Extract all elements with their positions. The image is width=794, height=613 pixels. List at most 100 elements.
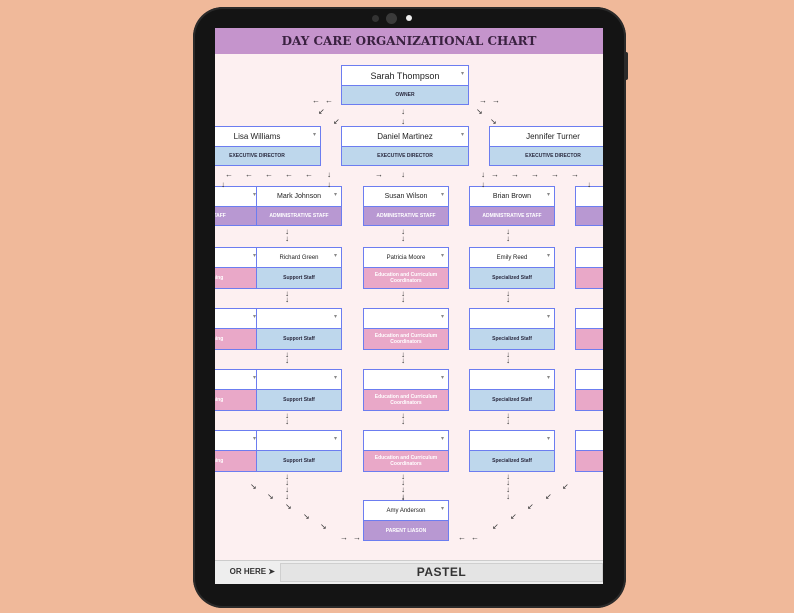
person-name-field[interactable]: Ra▾ <box>575 186 603 207</box>
dropdown-caret-icon[interactable]: ▾ <box>333 375 337 381</box>
staff-node[interactable]: ▾hing <box>215 247 261 289</box>
staff-node[interactable]: ▾hing <box>215 369 261 411</box>
dropdown-caret-icon[interactable]: ▾ <box>546 436 550 442</box>
person-name-field[interactable]: Richard Green▾ <box>256 247 342 268</box>
dropdown-caret-icon[interactable]: ▾ <box>546 192 550 198</box>
dropdown-caret-icon[interactable]: ▾ <box>440 436 444 442</box>
staff-node[interactable]: ▾ Education and Curriculum Coordinators <box>363 369 449 411</box>
dropdown-caret-icon[interactable]: ▾ <box>333 192 337 198</box>
owner-node[interactable]: Sarah Thompson▾OWNER <box>341 65 469 105</box>
role-label: Support Staff <box>256 451 342 472</box>
connector-arrow-icon: ↘ <box>320 522 327 531</box>
person-name-field[interactable]: ▾ <box>469 308 555 329</box>
role-label: Support Staff <box>256 390 342 411</box>
connector-arrow-icon: ↘ <box>476 107 483 116</box>
dropdown-caret-icon[interactable]: ▾ <box>252 436 256 442</box>
director-node[interactable]: Daniel Martinez▾EXECUTIVE DIRECTOR <box>341 126 469 166</box>
role-label: Education and Curriculum Coordinators <box>363 390 449 411</box>
connector-arrow-icon: ← <box>285 170 293 179</box>
dropdown-caret-icon[interactable]: ▾ <box>440 314 444 320</box>
role-label: He <box>575 451 603 472</box>
dropdown-caret-icon[interactable]: ▾ <box>252 253 256 259</box>
person-name-field[interactable]: ▾ <box>215 308 261 329</box>
dropdown-caret-icon[interactable]: ▾ <box>333 253 337 259</box>
admin-node[interactable]: Mark Johnson▾ADMINISTRATIVE STAFF <box>256 186 342 226</box>
person-name-field[interactable]: ▾ <box>469 430 555 451</box>
person-name-field[interactable]: ▾ <box>575 308 603 329</box>
person-name: Patricia Moore <box>386 254 426 261</box>
person-name-field[interactable]: Brian Brown▾ <box>469 186 555 207</box>
staff-node[interactable]: ▾Specialized Staff <box>469 369 555 411</box>
staff-node[interactable]: ▾Education and Curriculum Coordinators <box>363 430 449 472</box>
staff-node[interactable]: ▾He <box>575 369 603 411</box>
person-name-field[interactable]: ▾ <box>469 369 555 390</box>
dropdown-caret-icon[interactable]: ▾ <box>440 253 444 259</box>
person-name-field[interactable]: ▾ <box>363 308 449 329</box>
admin-node[interactable]: Ra▾ADMI <box>575 186 603 226</box>
person-name-field[interactable]: Sarah Thompson▾ <box>341 65 469 86</box>
staff-node[interactable]: ▾Specialized Staff <box>469 430 555 472</box>
person-name-field[interactable]: Lisa Williams▾ <box>215 126 321 147</box>
person-name-field[interactable]: Susan Wilson▾ <box>363 186 449 207</box>
staff-node[interactable]: ▾Support Staff <box>256 308 342 350</box>
theme-label[interactable]: PASTEL <box>280 563 603 582</box>
dropdown-caret-icon[interactable]: ▾ <box>546 375 550 381</box>
connector-arrow-icon: ↙ <box>318 107 325 116</box>
person-name-field[interactable]: ▾ <box>256 369 342 390</box>
dropdown-caret-icon[interactable]: ▾ <box>312 132 316 138</box>
dropdown-caret-icon[interactable]: ▾ <box>440 375 444 381</box>
person-name-field[interactable]: ▾ <box>215 247 261 268</box>
director-node[interactable]: Lisa Williams▾EXECUTIVE DIRECTOR <box>215 126 321 166</box>
person-name-field[interactable]: Jennifer Turner▾ <box>489 126 603 147</box>
admin-node[interactable]: Brian Brown▾ADMINISTRATIVE STAFF <box>469 186 555 226</box>
connector-arrow-icon: ↓ <box>285 295 289 304</box>
dropdown-caret-icon[interactable]: ▾ <box>440 506 444 512</box>
liaison-node[interactable]: Amy Anderson▾PARENT LIASON <box>363 500 449 541</box>
person-name-field[interactable]: Jen▾ <box>575 247 603 268</box>
person-name-field[interactable]: ▾ <box>575 369 603 390</box>
dropdown-caret-icon[interactable]: ▾ <box>460 132 464 138</box>
dropdown-caret-icon[interactable]: ▾ <box>252 375 256 381</box>
admin-node[interactable]: ▾ STAFF <box>215 186 261 226</box>
person-name-field[interactable]: ▾ <box>256 430 342 451</box>
person-name-field[interactable]: Patricia Moore ▾ <box>363 247 449 268</box>
person-name-field[interactable]: ▾ <box>363 369 449 390</box>
staff-node[interactable]: Jen▾He <box>575 247 603 289</box>
person-name-field[interactable]: Mark Johnson▾ <box>256 186 342 207</box>
connector-arrow-icon: ← <box>305 170 313 179</box>
person-name-field[interactable]: ▾ <box>363 430 449 451</box>
dropdown-caret-icon[interactable]: ▾ <box>546 314 550 320</box>
staff-node[interactable]: ▾ Support Staff <box>256 430 342 472</box>
admin-node[interactable]: Susan Wilson▾ADMINISTRATIVE STAFF <box>363 186 449 226</box>
start-here-label[interactable]: OR HERE ➤ <box>229 567 275 576</box>
person-name-field[interactable]: Emily Reed▾ <box>469 247 555 268</box>
director-node[interactable]: Jennifer Turner▾EXECUTIVE DIRECTOR <box>489 126 603 166</box>
staff-node[interactable]: ▾hing <box>215 308 261 350</box>
role-label: He <box>575 329 603 350</box>
person-name-field[interactable]: ▾ <box>215 186 261 207</box>
person-name-field[interactable]: ▾ <box>256 308 342 329</box>
dropdown-caret-icon[interactable]: ▾ <box>252 192 256 198</box>
person-name-field[interactable]: ▾ <box>215 369 261 390</box>
staff-node[interactable]: Richard Green▾Support Staff <box>256 247 342 289</box>
connector-arrow-icon: ↓ <box>327 170 331 179</box>
dropdown-caret-icon[interactable]: ▾ <box>460 71 464 77</box>
staff-node[interactable]: Emily Reed▾Specialized Staff <box>469 247 555 289</box>
dropdown-caret-icon[interactable]: ▾ <box>333 436 337 442</box>
dropdown-caret-icon[interactable]: ▾ <box>546 253 550 259</box>
person-name-field[interactable]: Daniel Martinez▾ <box>341 126 469 147</box>
staff-node[interactable]: ▾Specialized Staff <box>469 308 555 350</box>
dropdown-caret-icon[interactable]: ▾ <box>252 314 256 320</box>
staff-node[interactable]: ▾ Support Staff <box>256 369 342 411</box>
role-label: STAFF <box>215 207 261 226</box>
person-name-field[interactable]: Amy Anderson▾ <box>363 500 449 521</box>
staff-node[interactable]: ▾He <box>575 308 603 350</box>
person-name-field[interactable]: ▾ <box>575 430 603 451</box>
staff-node[interactable]: Patricia Moore▾Education and Curriculum … <box>363 247 449 289</box>
dropdown-caret-icon[interactable]: ▾ <box>333 314 337 320</box>
staff-node[interactable]: ▾Education and Curriculum Coordinators <box>363 308 449 350</box>
person-name-field[interactable]: ▾ <box>215 430 261 451</box>
staff-node[interactable]: ▾hing <box>215 430 261 472</box>
dropdown-caret-icon[interactable]: ▾ <box>440 192 444 198</box>
staff-node[interactable]: ▾He <box>575 430 603 472</box>
